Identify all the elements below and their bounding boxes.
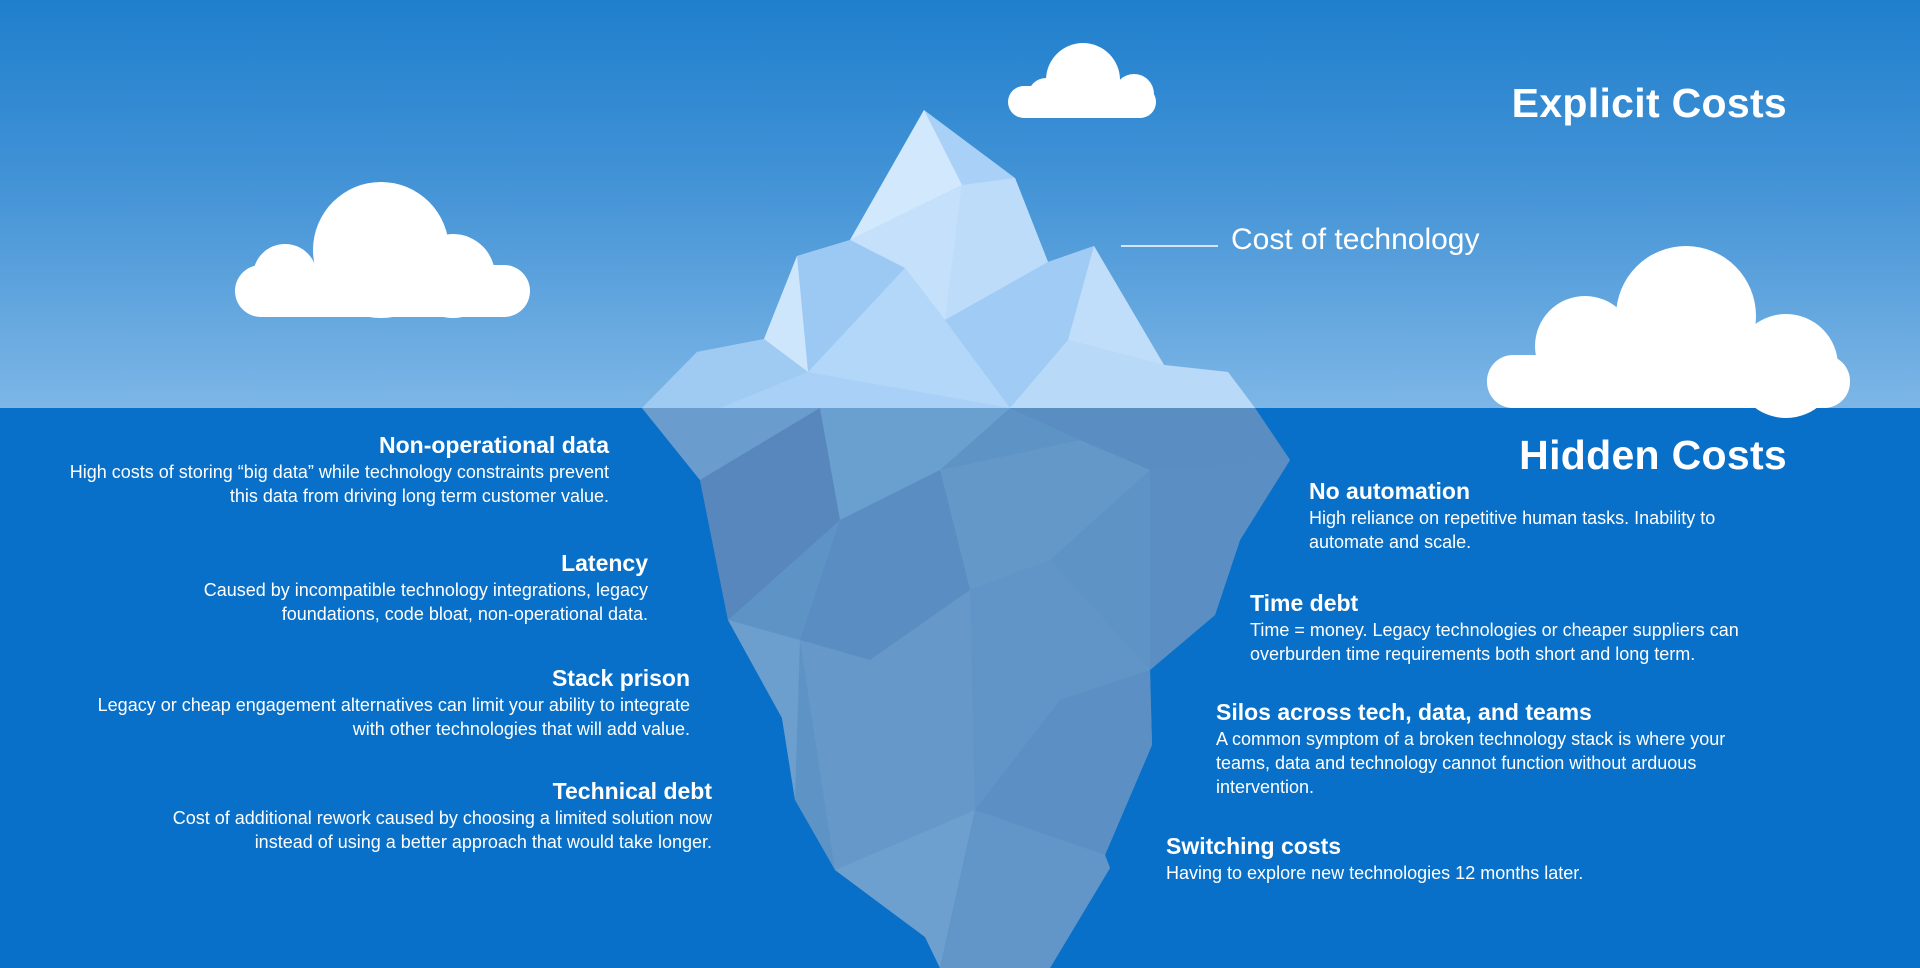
iceberg-tip [642, 110, 1255, 408]
cost-description: Time = money. Legacy technologies or che… [1250, 620, 1739, 664]
cost-title: Time debt [1250, 590, 1359, 616]
cost-item-no-automation: No automation High reliance on repetitiv… [1309, 478, 1809, 554]
cost-title: Silos across tech, data, and teams [1216, 699, 1592, 725]
cloud-icon [235, 182, 530, 318]
explicit-costs-heading: Explicit Costs [1511, 80, 1787, 126]
cost-item-stack-prison: Stack prison Legacy or cheap engagement … [90, 665, 690, 741]
cost-title: Switching costs [1166, 833, 1342, 859]
cost-description: High reliance on repetitive human tasks.… [1309, 508, 1716, 552]
cost-description: A common symptom of a broken technology … [1216, 729, 1726, 797]
cost-item-latency: Latency Caused by incompatible technolog… [48, 550, 648, 626]
cost-title: Latency [561, 550, 648, 576]
iceberg-underwater [642, 408, 1290, 968]
cost-description: Cost of additional rework caused by choo… [172, 808, 712, 852]
hidden-costs-heading: Hidden Costs [1519, 432, 1787, 478]
cloud-icon [1487, 246, 1850, 418]
cost-description: Caused by incompatible technology integr… [203, 580, 648, 624]
cost-item-non-operational-data: Non-operational data High costs of stori… [9, 432, 609, 508]
cost-title: No automation [1309, 478, 1470, 504]
cloud-icon [1008, 43, 1156, 118]
cost-item-switching-costs: Switching costs Having to explore new te… [1166, 833, 1726, 885]
cost-title: Stack prison [551, 665, 690, 691]
cost-description: High costs of storing “big data” while t… [69, 462, 609, 506]
cost-description: Having to explore new technologies 12 mo… [1166, 863, 1584, 883]
cost-item-silos: Silos across tech, data, and teams A com… [1216, 699, 1776, 799]
cost-title: Technical debt [552, 778, 712, 804]
cost-description: Legacy or cheap engagement alternatives … [97, 695, 690, 739]
cost-item-technical-debt: Technical debt Cost of additional rework… [112, 778, 712, 854]
cost-item-time-debt: Time debt Time = money. Legacy technolog… [1250, 590, 1830, 666]
cost-of-technology-label: Cost of technology [1231, 223, 1480, 256]
cost-title: Non-operational data [378, 432, 609, 458]
